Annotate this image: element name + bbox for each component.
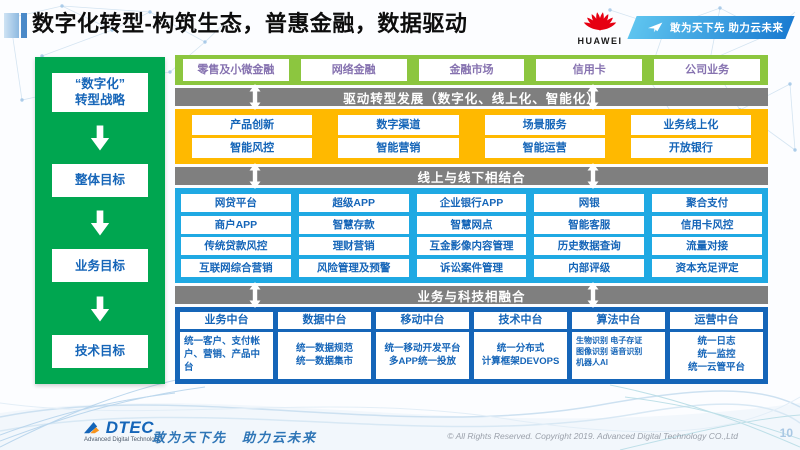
application-box: 商户APP: [181, 215, 291, 234]
application-row: 互联网综合营销 风险管理及预警 诉讼案件管理 内部评级 资本充足评定: [181, 259, 762, 278]
capability-box: 智能运营: [484, 138, 605, 159]
huawei-wordmark: HUAWEI: [577, 36, 623, 46]
application-row: 传统贷款风控 理财营销 互金影像内容管理 历史数据查询 流量对接: [181, 237, 762, 256]
platform-body: 生物识别 电子存证 图像识别 语音识别 机器人AI: [572, 332, 665, 379]
flow-bar-drive: 驱动转型发展（数字化、线上化、智能化）: [175, 84, 768, 110]
copyright-text: © All Rights Reserved. Copyright 2019. A…: [447, 431, 738, 441]
title-accent-icon: [4, 13, 28, 38]
application-box: 互联网综合营销: [181, 259, 291, 278]
flow-bar-label: 驱动转型发展（数字化、线上化、智能化）: [343, 91, 600, 106]
business-line-box: 信用卡: [536, 59, 643, 81]
double-arrow-icon: [587, 163, 599, 189]
application-box: 理财营销: [298, 237, 409, 256]
flow-bar-online-offline: 线上与线下相结合: [175, 163, 768, 189]
application-box: 流量对接: [652, 237, 762, 256]
down-arrow-icon: [90, 295, 110, 323]
platform-column: 技术中台 统一分布式 计算框架DEVOPS: [474, 312, 567, 379]
application-row: 网贷平台 超级APP 企业银行APP 网银 聚合支付: [181, 193, 762, 212]
application-box: 智慧存款: [298, 215, 409, 234]
capability-box: 产品创新: [192, 114, 313, 135]
adtec-wordmark: DTEC: [105, 418, 154, 437]
capability-box: 智能风控: [192, 138, 313, 159]
platform-title: 数据中台: [278, 312, 371, 329]
capability-box: 数字渠道: [338, 114, 459, 135]
application-box: 信用卡风控: [652, 215, 762, 234]
application-box: 传统贷款风控: [181, 237, 291, 256]
page-title: 数字化转型-构筑生态，普惠金融，数据驱动: [32, 11, 468, 36]
platform-title: 算法中台: [572, 312, 665, 329]
double-arrow-icon: [249, 282, 261, 308]
platform-title: 运营中台: [670, 312, 763, 329]
double-arrow-icon: [249, 163, 261, 189]
business-line-box: 公司业务: [654, 59, 760, 81]
platform-column: 移动中台 统一移动开发平台 多APP统一投放: [376, 312, 469, 379]
flow-bar-label: 业务与科技相融合: [417, 289, 526, 304]
application-box: 网贷平台: [181, 193, 291, 212]
flow-bar-biz-tech: 业务与科技相融合: [175, 282, 768, 308]
strategy-step: 业务目标: [52, 249, 148, 283]
application-row: 商户APP 智慧存款 智慧网点 智能客服 信用卡风控: [181, 215, 762, 234]
down-arrow-icon: [90, 209, 110, 237]
application-box: 智慧网点: [416, 215, 527, 234]
flow-diagram: 零售及小微金融 网络金融 金融市场 信用卡 公司业务 驱动转型发展（数字化、线上…: [175, 55, 768, 385]
application-box: 网银: [534, 193, 645, 212]
application-box: 智能客服: [534, 215, 645, 234]
capability-box: 业务线上化: [630, 114, 751, 135]
application-box: 超级APP: [298, 193, 409, 212]
capability-row: 产品创新 数字渠道 场景服务 业务线上化: [179, 114, 764, 135]
platform-column: 数据中台 统一数据规范 统一数据集市: [278, 312, 371, 379]
application-box: 内部评级: [534, 259, 645, 278]
double-arrow-icon: [587, 282, 599, 308]
banner-slogan-text: 敢为天下先 助力云未来: [670, 22, 784, 34]
slogan-banner: 敢为天下先 助力云未来: [627, 16, 795, 39]
application-box: 聚合支付: [652, 193, 762, 212]
platform-body: 统一客户、支付帐户、营销、产品中台: [180, 332, 273, 379]
application-box: 诉讼案件管理: [416, 259, 527, 278]
strategy-panel: “数字化” 转型战略 整体目标 业务目标 技术目标: [35, 57, 165, 384]
huawei-flower-icon: [582, 11, 618, 31]
footer-slogan: 敢为天下先 助力云未来: [152, 430, 318, 445]
flow-bar-label: 线上与线下相结合: [417, 170, 526, 185]
adtec-subtext: Advanced Digital Technology: [84, 437, 161, 443]
platform-body: 统一移动开发平台 多APP统一投放: [376, 332, 469, 379]
platform-column: 运营中台 统一日志 统一监控 统一云管平台: [670, 312, 763, 379]
down-arrow-icon: [90, 124, 110, 152]
platform-column: 算法中台 生物识别 电子存证 图像识别 语音识别 机器人AI: [572, 312, 665, 379]
capability-box: 智能营销: [338, 138, 459, 159]
double-arrow-icon: [249, 84, 261, 110]
platform-title: 移动中台: [376, 312, 469, 329]
strategy-step: 技术目标: [52, 334, 148, 368]
application-box: 风险管理及预警: [298, 259, 409, 278]
platform-title: 业务中台: [180, 312, 273, 329]
adtec-arrow-icon: [84, 422, 100, 434]
capability-band: 产品创新 数字渠道 场景服务 业务线上化 智能风控 智能营销 智能运营 开放银行: [175, 109, 768, 164]
application-box: 企业银行APP: [416, 193, 527, 212]
platform-band: 业务中台 统一客户、支付帐户、营销、产品中台 数据中台 统一数据规范 统一数据集…: [175, 307, 768, 384]
business-line-box: 零售及小微金融: [183, 59, 289, 81]
application-band: 网贷平台 超级APP 企业银行APP 网银 聚合支付 商户APP 智慧存款 智慧…: [175, 188, 768, 283]
business-lines-band: 零售及小微金融 网络金融 金融市场 信用卡 公司业务: [175, 55, 768, 85]
capability-box: 开放银行: [630, 138, 751, 159]
application-box: 互金影像内容管理: [416, 237, 527, 256]
business-line-box: 网络金融: [300, 59, 407, 81]
platform-body: 统一数据规范 统一数据集市: [278, 332, 371, 379]
platform-column: 业务中台 统一客户、支付帐户、营销、产品中台: [180, 312, 273, 379]
strategy-step: 整体目标: [52, 164, 148, 198]
adtec-logo: DTEC Advanced Digital Technology: [84, 418, 161, 443]
business-line-box: 金融市场: [418, 59, 525, 81]
double-arrow-icon: [587, 84, 599, 110]
strategy-step: “数字化” 转型战略: [52, 73, 148, 112]
capability-box: 场景服务: [484, 114, 605, 135]
application-box: 历史数据查询: [534, 237, 645, 256]
platform-body: 统一分布式 计算框架DEVOPS: [474, 332, 567, 379]
page-number: 10: [779, 426, 793, 440]
capability-row: 智能风控 智能营销 智能运营 开放银行: [179, 138, 764, 159]
platform-title: 技术中台: [474, 312, 567, 329]
huawei-logo: HUAWEI: [575, 4, 625, 49]
application-box: 资本充足评定: [652, 259, 762, 278]
platform-body: 统一日志 统一监控 统一云管平台: [670, 332, 763, 379]
paper-plane-icon: [648, 22, 663, 33]
